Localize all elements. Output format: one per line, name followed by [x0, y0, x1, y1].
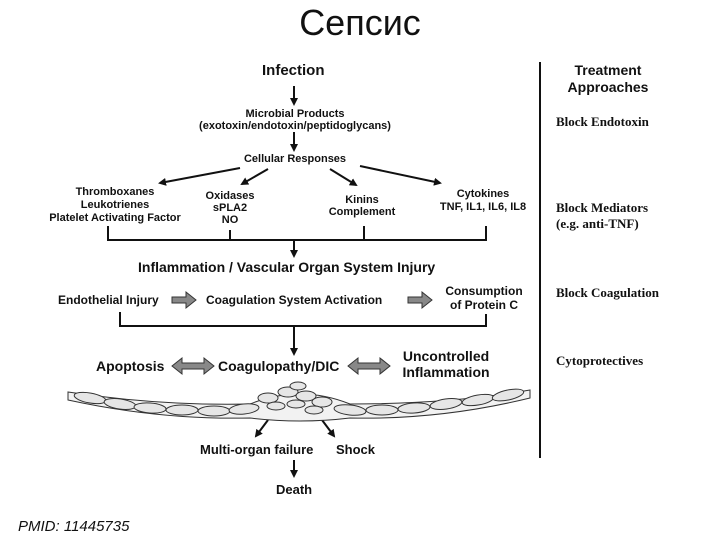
inflammation-label: Inflammation / Vascular Organ System Inj…	[138, 259, 436, 275]
coagulation-bracket	[119, 312, 487, 327]
treatment-block-mediators: Block Mediators (e.g. anti-TNF)	[556, 200, 649, 231]
uncontrolled-inflammation-label: Inflammation	[402, 364, 490, 380]
arrow-to-cytokines	[359, 165, 442, 186]
arrow-to-thromboxanes	[158, 167, 241, 186]
kinins-label: Kinins	[345, 194, 379, 206]
no-label: NO	[221, 214, 239, 226]
cellular-responses-label: Cellular Responses	[243, 153, 347, 165]
protein-c-label: of Protein C	[450, 298, 518, 312]
block-arrow-consumption	[407, 290, 433, 310]
oxidases-group: Oxidases sPLA2 NO	[195, 190, 265, 226]
double-arrow-apoptosis	[171, 356, 215, 376]
leukotrienes-label: Leukotrienes	[80, 199, 150, 211]
cytokine-list-label: TNF, IL1, IL6, IL8	[439, 201, 527, 213]
arrow-to-kinins	[329, 168, 358, 187]
page-title: Сепсис	[299, 2, 421, 43]
paf-label: Platelet Activating Factor	[49, 212, 181, 224]
pmid-footnote: PMID: 11445735	[18, 518, 130, 535]
microbial-products-label: Microbial Products	[245, 108, 345, 120]
treatment-header: Treatment Approaches	[567, 62, 649, 95]
coagulation-activation-label: Coagulation System Activation	[206, 293, 383, 307]
coagulopathy-label: Coagulopathy/DIC	[218, 358, 340, 374]
infection-label: Infection	[262, 62, 325, 79]
oxidases-label: Oxidases	[205, 190, 255, 202]
complement-label: Complement	[328, 206, 396, 218]
cytokines-label: Cytokines	[456, 188, 510, 200]
kinins-group: Kinins Complement	[322, 194, 402, 218]
thromboxanes-group: Thromboxanes Leukotrienes Platelet Activ…	[40, 186, 190, 225]
apoptosis-label: Apoptosis	[96, 358, 165, 374]
consumption-label: Consumption	[445, 284, 523, 298]
double-arrow-uncontrolled	[347, 356, 391, 376]
multi-organ-label: Multi-organ failure	[200, 442, 314, 457]
shock-label: Shock	[336, 442, 376, 457]
treatment-cytoprotectives: Cytoprotectives	[556, 353, 644, 368]
spla2-label: sPLA2	[212, 202, 248, 214]
consumption-group: Consumption of Protein C	[436, 284, 532, 312]
cytokines-group: Cytokines TNF, IL1, IL6, IL8	[428, 188, 538, 214]
uncontrolled-label: Uncontrolled	[402, 348, 490, 364]
thromboxanes-label: Thromboxanes	[75, 186, 155, 198]
treatment-block-coagulation: Block Coagulation	[556, 285, 659, 300]
arrow-to-shock	[321, 419, 336, 438]
vessel-clot-illustration	[67, 381, 531, 422]
mediator-bracket	[107, 226, 487, 241]
treatment-block-endotoxin: Block Endotoxin	[556, 114, 649, 129]
death-label: Death	[276, 482, 313, 497]
uncontrolled-group: Uncontrolled Inflammation	[396, 348, 496, 380]
block-arrow-endothelial	[171, 290, 197, 310]
arrow-to-oxidases	[240, 168, 269, 185]
arrow-to-multi-organ	[254, 419, 269, 438]
microbial-examples-label: (exotoxin/endotoxin/peptidoglycans)	[199, 120, 391, 132]
endothelial-injury-label: Endothelial Injury	[58, 293, 159, 307]
